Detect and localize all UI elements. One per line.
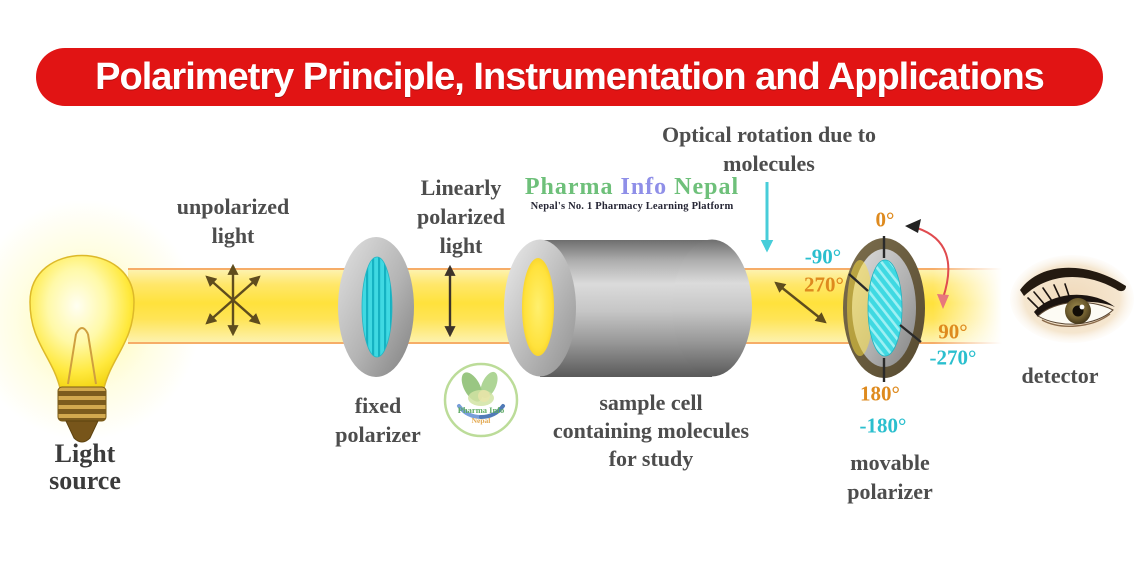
page-title: Polarimetry Principle, Instrumentation a… <box>95 55 1045 98</box>
angle-90-label: 90° <box>938 319 968 344</box>
brand-tagline: Nepal's No. 1 Pharmacy Learning Platform <box>530 201 734 212</box>
angle-180-label: 180° <box>860 381 900 406</box>
light-beam <box>128 268 1008 344</box>
brand-name: Pharma Info Nepal <box>524 174 740 200</box>
detector-label: detector <box>1021 363 1099 388</box>
eye-detector-icon <box>1010 255 1134 343</box>
light-source-label: Light source <box>49 439 121 495</box>
optical-rotation-label: Optical rotation due to molecules <box>661 122 877 176</box>
watermark-logo: Pharma Info Nepal <box>443 362 519 438</box>
watermark-text-2: Nepal <box>472 416 491 425</box>
angle-neg270-label: -270° <box>929 345 977 370</box>
watermark-text-1: Pharma Info <box>458 405 505 415</box>
title-banner: Polarimetry Principle, Instrumentation a… <box>36 48 1103 106</box>
angle-0-label: 0° <box>875 207 895 232</box>
brand-block: Pharma Info Nepal Nepal's No. 1 Pharmacy… <box>524 174 740 212</box>
linearly-polarized-light-label: Linearly polarized light <box>417 175 505 258</box>
unpolarized-light-label: unpolarized light <box>176 194 290 248</box>
angle-270-label: 270° <box>804 272 844 297</box>
fixed-polarizer-label: fixed polarizer <box>335 393 421 447</box>
angle-neg90-label: -90° <box>804 244 842 269</box>
sample-cell-label: sample cell containing molecules for stu… <box>552 390 750 471</box>
movable-polarizer-label: movable polarizer <box>847 450 933 504</box>
angle-neg180-label: -180° <box>859 413 907 438</box>
